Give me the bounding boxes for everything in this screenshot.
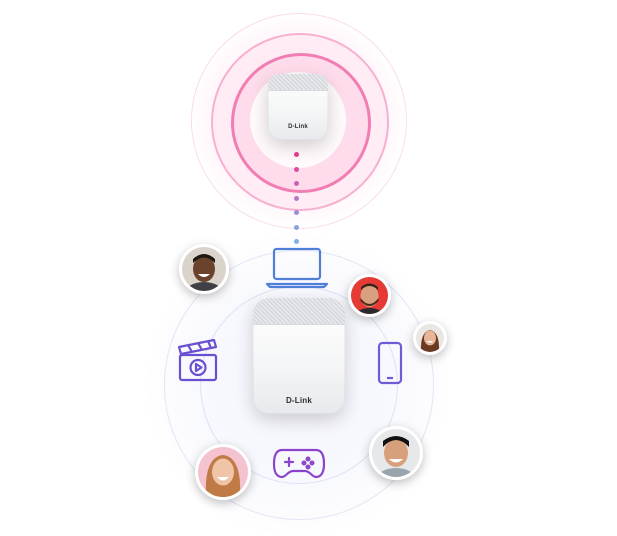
link-dot bbox=[294, 210, 299, 215]
avatar-man-smiling bbox=[179, 244, 229, 294]
main-router-brand: D-Link bbox=[285, 396, 313, 405]
avatar-woman-laughing bbox=[195, 444, 251, 500]
avatar-woman-small bbox=[413, 321, 447, 355]
link-dot bbox=[294, 152, 299, 157]
link-dot bbox=[294, 166, 299, 172]
link-dot bbox=[294, 239, 299, 244]
main-router: D-Link bbox=[253, 298, 345, 414]
link-dot bbox=[294, 195, 299, 201]
avatar-man-beard bbox=[348, 274, 391, 317]
link-dot bbox=[294, 224, 299, 230]
laptop-icon bbox=[264, 246, 330, 290]
satellite-router-brand: D-Link bbox=[288, 124, 308, 130]
smartphone-icon bbox=[377, 341, 403, 385]
clapperboard-play-icon bbox=[176, 337, 220, 383]
link-dot bbox=[294, 181, 299, 186]
gamepad-icon bbox=[272, 446, 326, 480]
avatar-man-glasses bbox=[369, 426, 423, 480]
satellite-router: D-Link bbox=[268, 74, 328, 140]
